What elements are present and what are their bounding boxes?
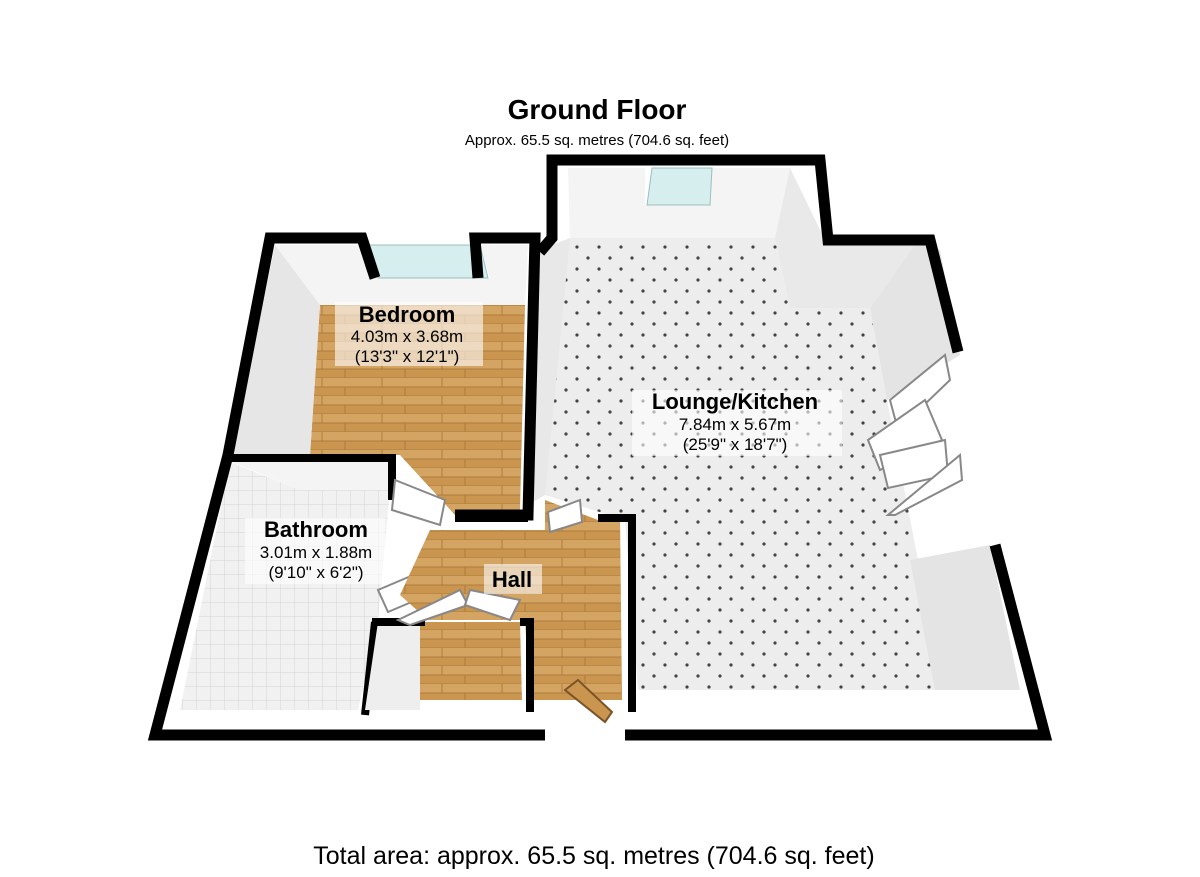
- bedroom-left-wall-face: [232, 245, 320, 455]
- floor-area: Approx. 65.5 sq. metres (704.6 sq. feet): [465, 132, 729, 149]
- hall-room: [365, 478, 636, 724]
- bathroom-inner-wall: [228, 454, 396, 500]
- bathroom-outer-wall: [147, 453, 545, 741]
- total-area: Total area: approx. 65.5 sq. metres (704…: [313, 842, 874, 870]
- hall-lower-left-wall-face: [365, 622, 420, 710]
- bedroom-imperial: (13'3" x 12'1"): [355, 347, 460, 366]
- bathroom-imperial: (9'10" x 6'2"): [268, 563, 363, 582]
- bathroom-metric: 3.01m x 1.88m: [260, 543, 372, 562]
- lounge-name: Lounge/Kitchen: [652, 389, 818, 414]
- lounge-alcove-wall-face: [775, 168, 918, 308]
- lounge-label-bg: [632, 390, 842, 456]
- lounge-outer-wall: [535, 154, 964, 354]
- lounge-imperial: (25'9" x 18'7"): [683, 435, 788, 454]
- bifold-doors: [866, 353, 964, 516]
- bedroom-metric: 4.03m x 3.68m: [351, 327, 463, 346]
- bedroom-label-bg: [335, 302, 483, 366]
- bathroom-label: Bathroom 3.01m x 1.88m (9'10" x 6'2"): [245, 517, 385, 584]
- bedroom-back-wall-face: [275, 245, 528, 305]
- bedroom-room: [222, 232, 541, 521]
- bedroom-outer-wall: [222, 232, 381, 457]
- bedroom-label: Bedroom 4.03m x 3.68m (13'3" x 12'1"): [335, 302, 483, 366]
- lounge-back-wall-face: [568, 168, 790, 238]
- bathroom-back-wall-face: [232, 462, 390, 490]
- bedroom-window: [361, 244, 489, 279]
- lounge-lower-right-wall-face: [910, 545, 1020, 690]
- lounge-kitchen-room: [528, 154, 1053, 741]
- lounge-metric: 7.84m x 5.67m: [679, 415, 791, 434]
- lounge-label: Lounge/Kitchen 7.84m x 5.67m (25'9" x 18…: [632, 389, 842, 456]
- bathroom-name: Bathroom: [264, 517, 368, 542]
- hall-label: Hall: [484, 564, 542, 594]
- hall-right-wall: [598, 514, 636, 712]
- lounge-floor: [540, 238, 935, 690]
- front-door: [563, 678, 614, 724]
- bathroom-label-bg: [245, 518, 385, 584]
- hall-lower-floor: [420, 622, 522, 700]
- bedroom-name: Bedroom: [359, 302, 456, 327]
- floor-title: Ground Floor: [508, 94, 687, 125]
- hall-doors: [390, 478, 584, 627]
- hall-name: Hall: [492, 567, 532, 592]
- hall-inner-wall-right: [520, 618, 534, 712]
- hall-label-bg: [484, 564, 542, 594]
- lounge-outer-wall-lower: [625, 543, 1053, 741]
- lounge-window: [646, 167, 713, 206]
